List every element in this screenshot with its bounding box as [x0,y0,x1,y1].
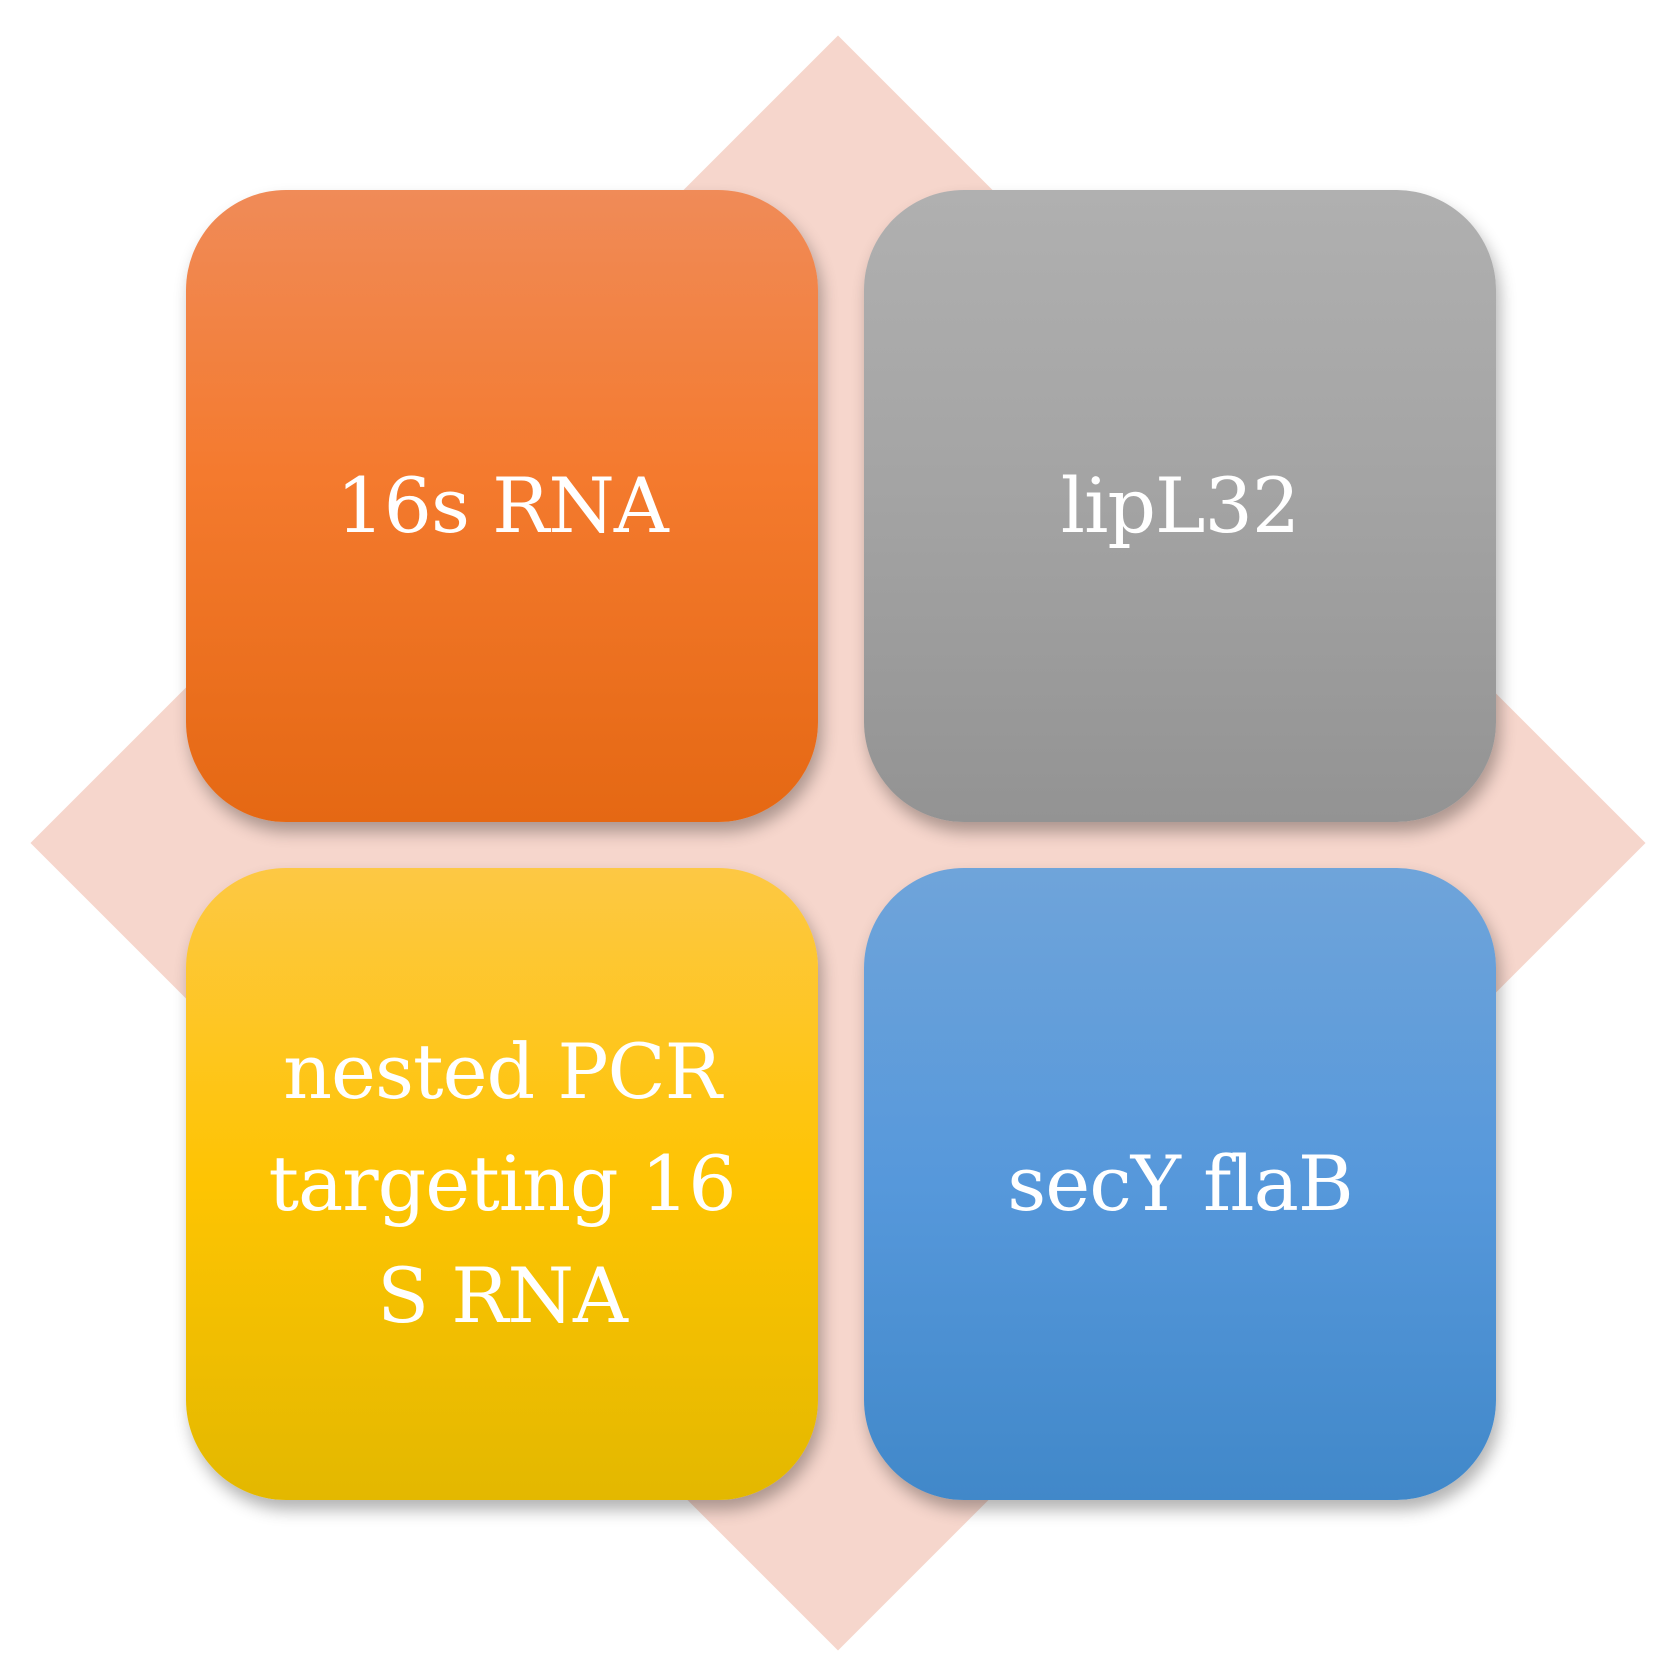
tile-16s-rna: 16s RNA [186,190,818,822]
tile-label: 16s RNA [336,461,668,550]
tile-label: secY flaB [1007,1139,1353,1228]
tile-label: lipL32 [1060,461,1300,550]
tile-lipl32: lipL32 [864,190,1496,822]
tile-nested-pcr: nested PCR targeting 16 S RNA [186,868,818,1500]
tile-secy-flab: secY flaB [864,868,1496,1500]
tile-label: nested PCR targeting 16 S RNA [268,1027,736,1340]
